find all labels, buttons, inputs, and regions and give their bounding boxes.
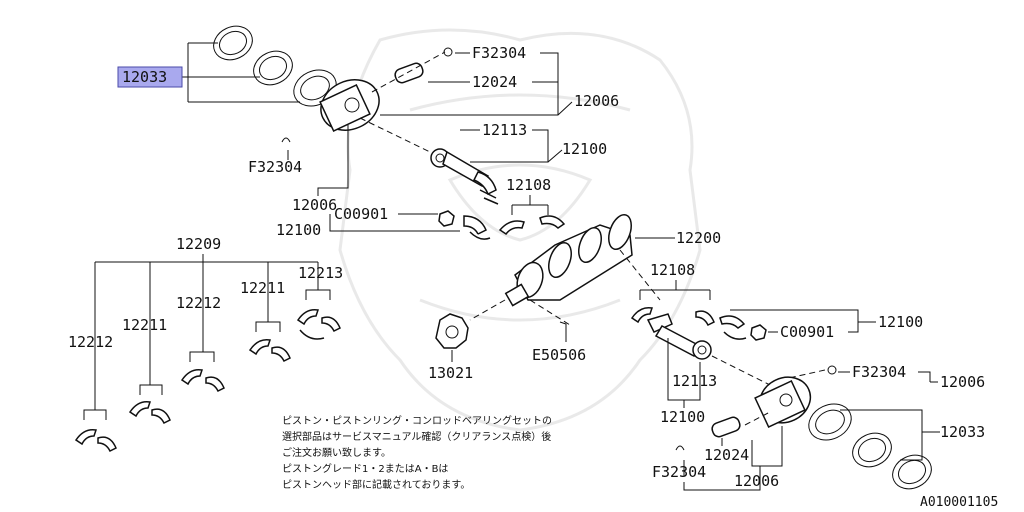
bearing-right-lower[interactable] xyxy=(695,310,715,327)
bearing-12211-b[interactable] xyxy=(128,400,171,425)
crankshaft[interactable] xyxy=(504,212,636,307)
bearing-12212-b[interactable] xyxy=(74,428,117,453)
bearing-12213[interactable] xyxy=(296,308,341,340)
label-f32304-top[interactable]: F32304 xyxy=(472,44,526,62)
label-12108-top[interactable]: 12108 xyxy=(506,176,551,194)
reference-code: A010001105 xyxy=(920,495,998,510)
label-c00901-left[interactable]: C00901 xyxy=(334,205,388,223)
notes-block: ピストン・ピストンリング・コンロッドベアリングセットの 選択部品はサービスマニュ… xyxy=(282,414,552,491)
snap-ring-bottom[interactable] xyxy=(675,445,685,451)
piston-bottom[interactable] xyxy=(752,369,818,431)
note-line-4: ピストングレード1・2またはA・Bは xyxy=(282,462,448,475)
label-12213[interactable]: 12213 xyxy=(298,264,343,282)
bearing-12212-a[interactable] xyxy=(180,368,225,393)
label-12100-top[interactable]: 12100 xyxy=(562,140,607,158)
label-12006-bottom[interactable]: 12006 xyxy=(734,472,779,490)
note-line-5: ピストンヘッド部に記載されております。 xyxy=(282,478,470,491)
label-f32304-mid[interactable]: F32304 xyxy=(248,158,302,176)
bearing-right-upper[interactable] xyxy=(630,306,653,324)
bolt-top[interactable] xyxy=(479,189,499,205)
connecting-rod-top[interactable] xyxy=(430,148,497,196)
note-line-2: 選択部品はサービスマニュアル確認（クリアランス点検）後 xyxy=(282,430,551,443)
piston-pin-bottom[interactable] xyxy=(710,416,741,439)
label-12006-top[interactable]: 12006 xyxy=(574,92,619,110)
snap-ring-right[interactable] xyxy=(827,365,837,375)
label-12212-b[interactable]: 12212 xyxy=(68,333,113,351)
rod-cap-left[interactable] xyxy=(463,215,491,240)
label-12209[interactable]: 12209 xyxy=(176,235,221,253)
note-line-3: ご注文お願い致します。 xyxy=(282,446,391,459)
label-c00901-right[interactable]: C00901 xyxy=(780,323,834,341)
label-12033-right[interactable]: 12033 xyxy=(940,423,985,441)
label-e50506[interactable]: E50506 xyxy=(532,346,586,364)
label-12024-bottom[interactable]: 12024 xyxy=(704,446,749,464)
pulley-13021[interactable] xyxy=(435,313,469,349)
label-12006-right[interactable]: 12006 xyxy=(940,373,985,391)
label-12113-bottom[interactable]: 12113 xyxy=(672,372,717,390)
snap-ring-top[interactable] xyxy=(443,47,453,57)
snap-ring-mid[interactable] xyxy=(281,137,291,143)
piston-pin-top[interactable] xyxy=(393,62,424,85)
label-12113-top[interactable]: 12113 xyxy=(482,121,527,139)
label-12033-highlight[interactable]: 12033 xyxy=(122,68,167,86)
nut-left[interactable] xyxy=(438,210,455,227)
label-12211-b[interactable]: 12211 xyxy=(122,316,167,334)
note-line-1: ピストン・ピストンリング・コンロッドベアリングセットの xyxy=(282,414,552,427)
label-12200[interactable]: 12200 xyxy=(676,229,721,247)
label-12108-right[interactable]: 12108 xyxy=(650,261,695,279)
label-12212-a[interactable]: 12212 xyxy=(176,294,221,312)
connecting-rod-bottom[interactable] xyxy=(646,313,712,360)
bearing-top-upper[interactable] xyxy=(498,220,525,236)
nut-right[interactable] xyxy=(750,324,767,341)
label-12100-left[interactable]: 12100 xyxy=(276,221,321,239)
rod-cap-right[interactable] xyxy=(719,315,747,340)
label-f32304-bottom[interactable]: F32304 xyxy=(652,463,706,481)
label-12100-bottom[interactable]: 12100 xyxy=(660,408,705,426)
label-f32304-right[interactable]: F32304 xyxy=(852,363,906,381)
key-e50506[interactable] xyxy=(559,321,567,332)
highlighted-part-12033[interactable] xyxy=(117,66,183,88)
watermark-emblem xyxy=(338,28,702,432)
label-12006-mid[interactable]: 12006 xyxy=(292,196,337,214)
label-13021[interactable]: 13021 xyxy=(428,364,473,382)
label-12211-a[interactable]: 12211 xyxy=(240,279,285,297)
piston-top[interactable] xyxy=(313,71,388,140)
label-12100-right[interactable]: 12100 xyxy=(878,313,923,331)
bearing-top-lower[interactable] xyxy=(539,215,566,229)
label-12024-top[interactable]: 12024 xyxy=(472,73,517,91)
bearing-12211-a[interactable] xyxy=(248,338,291,363)
